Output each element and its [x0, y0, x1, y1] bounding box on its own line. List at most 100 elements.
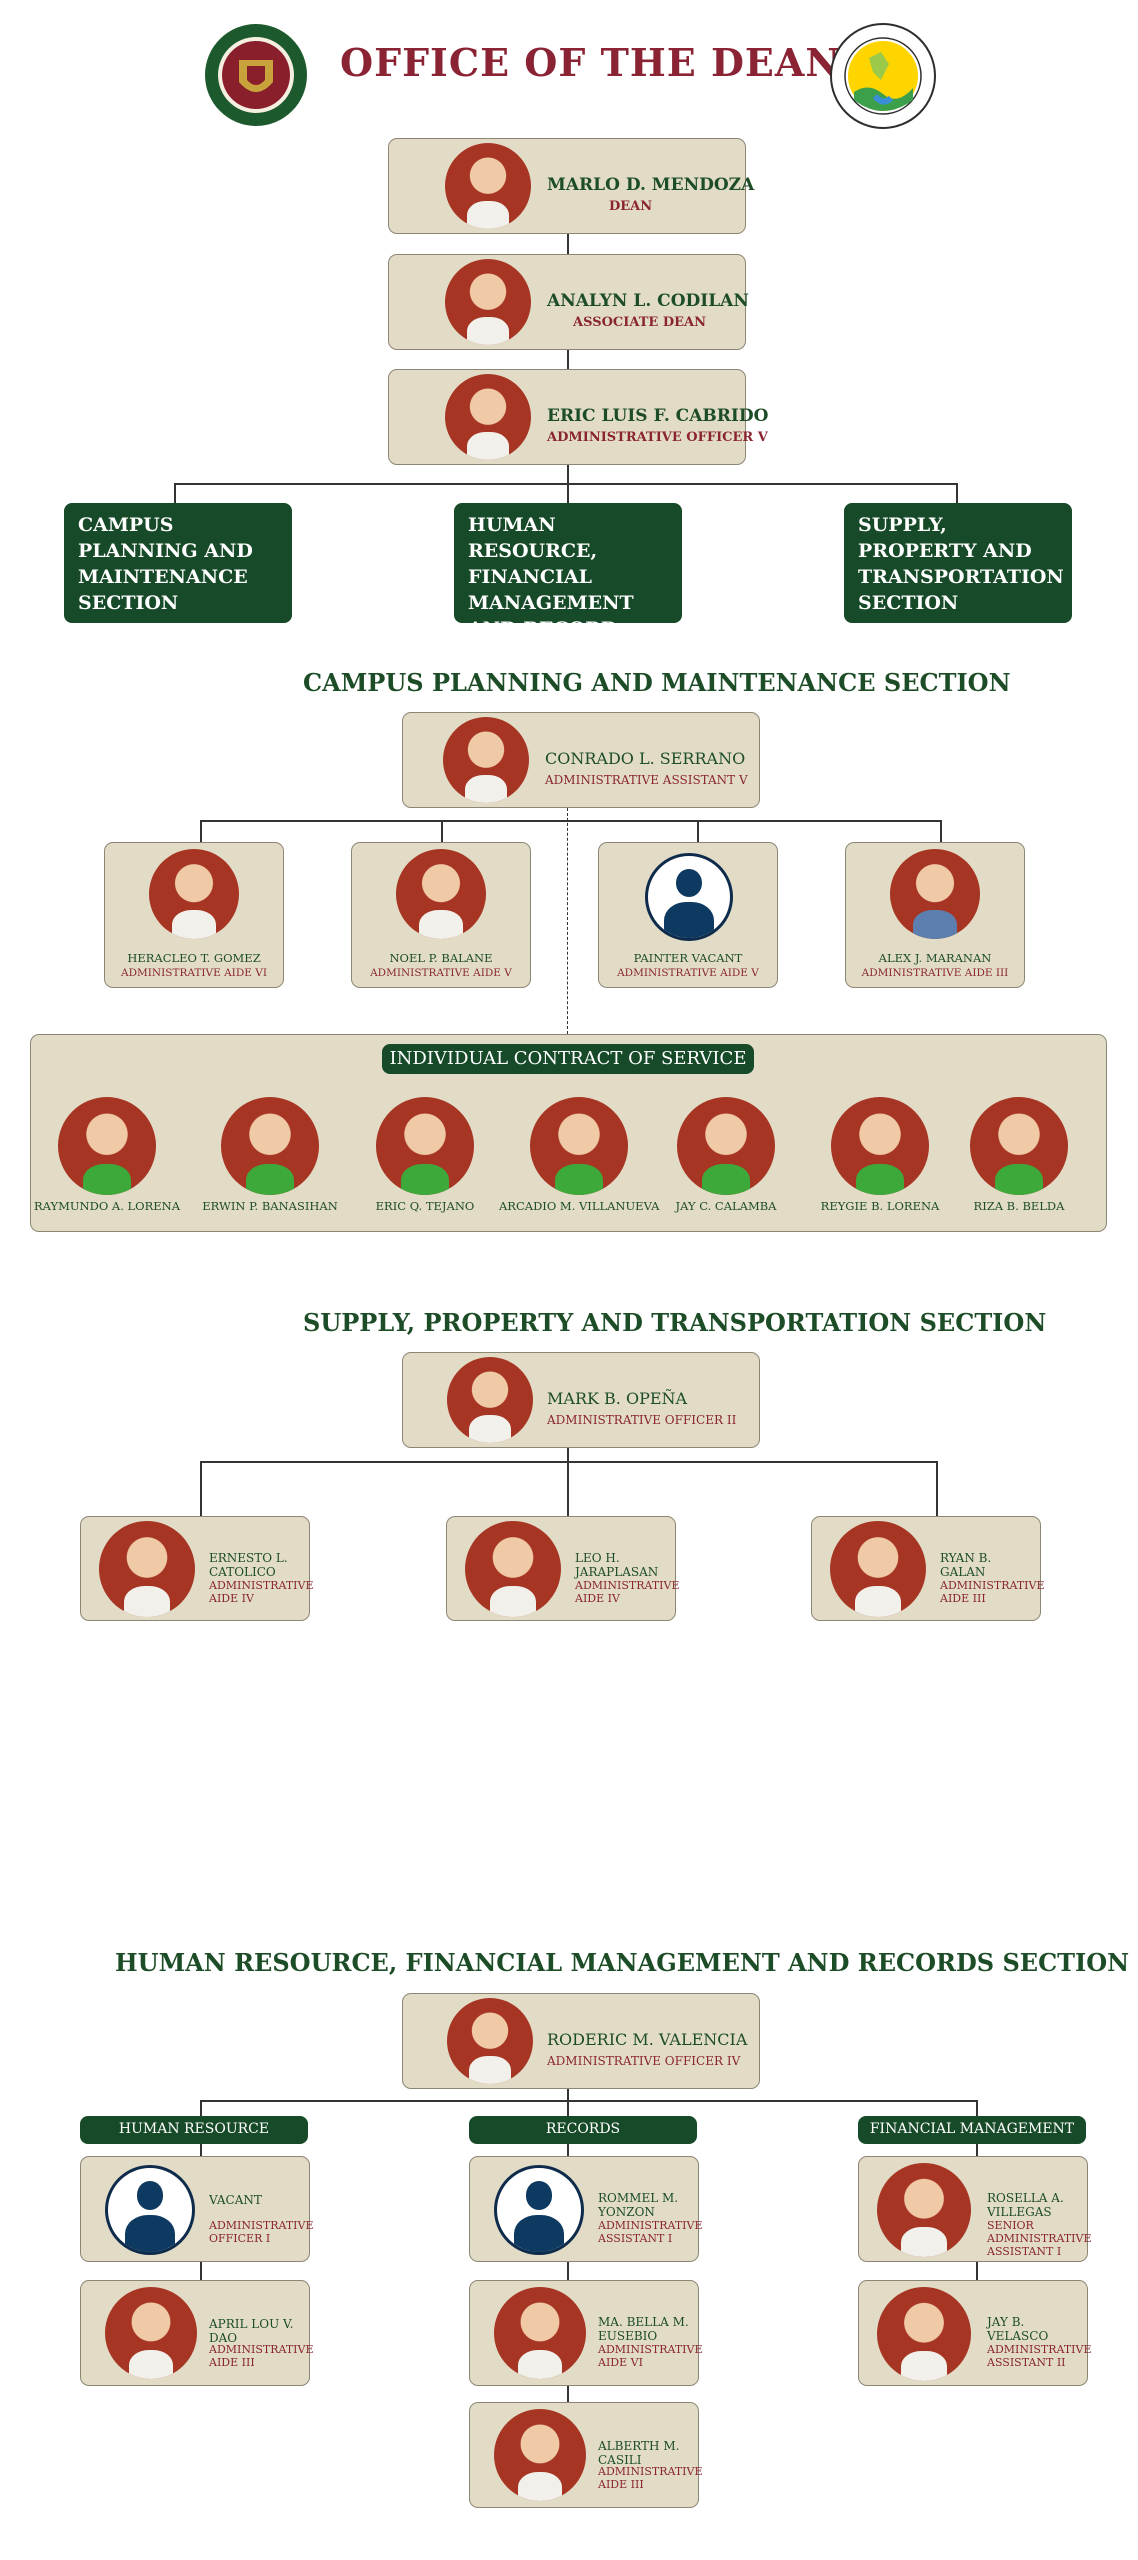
- connector: [441, 820, 443, 842]
- person-name: APRIL LOU V. DAO: [209, 2317, 294, 2345]
- section-box-hr[interactable]: HUMAN RESOURCE, FINANCIAL MANAGEMENT AND…: [454, 503, 682, 666]
- connector: [174, 483, 176, 503]
- person-name: RIZA B. BELDA: [973, 1199, 1065, 1213]
- photo: [58, 1097, 156, 1195]
- person-title: ADMINISTRATIVE AIDE V: [617, 967, 759, 979]
- person-name: ALBERTH M. CASILI: [598, 2439, 680, 2467]
- photo: [494, 2409, 586, 2501]
- photo: [830, 1521, 926, 1617]
- staff-card[interactable]: ALBERTH M. CASILI ADMINISTRATIVE AIDE II…: [469, 2402, 703, 2508]
- staff-card[interactable]: ERNESTO L. CATOLICO ADMINISTRATIVE AIDE …: [80, 1516, 314, 1621]
- section-box-campus[interactable]: CAMPUS PLANNING AND MAINTENANCE SECTION: [64, 503, 292, 623]
- staff-card[interactable]: ALEX J. MARANAN ADMINISTRATIVE AIDE III: [845, 842, 1025, 988]
- person-title: ADMINISTRATIVE AIDE VI: [121, 967, 267, 979]
- person-title: ADMINISTRATIVE AIDE III: [598, 2465, 703, 2491]
- photo: [530, 1097, 628, 1195]
- person-name: PAINTER VACANT: [633, 951, 743, 965]
- hr-head-card[interactable]: RODERIC M. VALENCIA ADMINISTRATIVE OFFIC…: [402, 1993, 760, 2089]
- person-title: ADMINISTRATIVE ASSISTANT I: [598, 2219, 703, 2245]
- staff-card[interactable]: RYAN B. GALAN ADMINISTRATIVE AIDE III: [811, 1516, 1045, 1621]
- connector: [200, 1461, 202, 1516]
- group-label-financial: FINANCIAL MANAGEMENT: [858, 2116, 1086, 2144]
- person-title: ADMINISTRATIVE AIDE III: [861, 967, 1009, 979]
- connector: [200, 2100, 202, 2116]
- section-heading-campus: CAMPUS PLANNING AND MAINTENANCE SECTION: [303, 668, 1011, 697]
- person-title: ADMINISTRATIVE AIDE V: [370, 967, 512, 979]
- person-title: ADMINISTRATIVE OFFICER I: [209, 2219, 314, 2245]
- person-name: JAY C. CALAMBA: [675, 1199, 777, 1213]
- connector: [200, 820, 942, 822]
- photo: [677, 1097, 775, 1195]
- staff-card[interactable]: PAINTER VACANT ADMINISTRATIVE AIDE V: [598, 842, 778, 988]
- staff-card[interactable]: LEO H. JARAPLASAN ADMINISTRATIVE AIDE IV: [446, 1516, 680, 1621]
- photo: [970, 1097, 1068, 1195]
- staff-card[interactable]: MA. BELLA M. EUSEBIO ADMINISTRATIVE AIDE…: [469, 2280, 703, 2386]
- dean-card[interactable]: MARLO D. MENDOZA DEAN: [388, 138, 754, 234]
- staff-card[interactable]: HERACLEO T. GOMEZ ADMINISTRATIVE AIDE VI: [104, 842, 284, 988]
- person-name: CONRADO L. SERRANO: [545, 749, 746, 768]
- connector: [567, 2262, 569, 2280]
- photo: [447, 1998, 533, 2084]
- connector: [200, 2100, 978, 2102]
- person-name: ROSELLA A. VILLEGAS: [987, 2191, 1064, 2219]
- person-title: ADMINISTRATIVE AIDE III: [940, 1579, 1045, 1605]
- photo: [376, 1097, 474, 1195]
- person-name: ALEX J. MARANAN: [878, 951, 992, 965]
- person-title: ADMINISTRATIVE ASSISTANT V: [545, 773, 748, 787]
- connector: [697, 820, 699, 842]
- photo: [494, 2287, 586, 2379]
- photo: [445, 259, 531, 345]
- connector: [940, 820, 942, 842]
- person-name: RYAN B. GALAN: [940, 1551, 992, 1579]
- connector: [567, 1448, 569, 1516]
- photo: [445, 374, 531, 460]
- connector: [200, 2262, 202, 2280]
- connector: [976, 2100, 978, 2116]
- person-name: LEO H. JARAPLASAN: [575, 1551, 659, 1579]
- staff-card[interactable]: ROSELLA A. VILLEGAS SENIOR ADMINISTRATIV…: [858, 2156, 1092, 2262]
- person-name: RODERIC M. VALENCIA: [547, 2030, 748, 2049]
- connector: [200, 820, 202, 842]
- section-heading-hr: HUMAN RESOURCE, FINANCIAL MANAGEMENT AND…: [115, 1948, 1130, 1977]
- cfnr-seal-logo: [829, 22, 937, 130]
- person-name: VACANT: [209, 2193, 262, 2207]
- group-label-records: RECORDS: [469, 2116, 697, 2144]
- connector: [567, 349, 569, 369]
- staff-card[interactable]: ROMMEL M. YONZON ADMINISTRATIVE ASSISTAN…: [469, 2156, 703, 2262]
- person-name: ROMMEL M. YONZON: [598, 2191, 679, 2219]
- person-name: ARCADIO M. VILLANUEVA: [499, 1199, 660, 1213]
- person-name: ERWIN P. BANASIHAN: [202, 1199, 338, 1213]
- staff-card[interactable]: NOEL P. BALANE ADMINISTRATIVE AIDE V: [351, 842, 531, 988]
- photo: [890, 849, 980, 939]
- staff-card[interactable]: APRIL LOU V. DAO ADMINISTRATIVE AIDE III: [80, 2280, 314, 2386]
- person-name: MA. BELLA M. EUSEBIO: [598, 2315, 689, 2343]
- person-name: ERIC Q. TEJANO: [375, 1199, 475, 1213]
- person-name: HERACLEO T. GOMEZ: [127, 951, 261, 965]
- staff-card[interactable]: JAY B. VELASCO ADMINISTRATIVE ASSISTANT …: [858, 2280, 1092, 2386]
- person-name: MARLO D. MENDOZA: [547, 175, 755, 195]
- photo: [105, 2287, 197, 2379]
- person-title: ADMINISTRATIVE AIDE IV: [575, 1579, 680, 1605]
- photo: [149, 849, 239, 939]
- person-name: NOEL P. BALANE: [389, 951, 493, 965]
- staff-card[interactable]: VACANT ADMINISTRATIVE OFFICER I: [80, 2156, 314, 2262]
- person-title: SENIOR ADMINISTRATIVE ASSISTANT I: [987, 2219, 1092, 2258]
- photo: [221, 1097, 319, 1195]
- admin-officer-card[interactable]: ERIC LUIS F. CABRIDO ADMINISTRATIVE OFFI…: [388, 369, 768, 465]
- ics-label: INDIVIDUAL CONTRACT OF SERVICE: [382, 1044, 754, 1074]
- vacant-person-icon: [645, 853, 733, 941]
- person-name: RAYMUNDO A. LORENA: [33, 1199, 181, 1213]
- connector: [976, 2144, 978, 2156]
- photo: [445, 143, 531, 229]
- photo: [831, 1097, 929, 1195]
- person-name: ERNESTO L. CATOLICO: [209, 1551, 288, 1579]
- section-box-supply[interactable]: SUPPLY, PROPERTY AND TRANSPORTATION SECT…: [844, 503, 1072, 623]
- photo: [465, 1521, 561, 1617]
- person-name: MARK B. OPEÑA: [547, 1389, 688, 1408]
- associate-dean-card[interactable]: ANALYN L. CODILAN ASSOCIATE DEAN: [388, 254, 749, 350]
- supply-head-card[interactable]: MARK B. OPEÑA ADMINISTRATIVE OFFICER II: [402, 1352, 760, 1448]
- connector: [567, 2386, 569, 2402]
- connector: [200, 1461, 938, 1463]
- campus-head-card[interactable]: CONRADO L. SERRANO ADMINISTRATIVE ASSIST…: [402, 712, 760, 808]
- person-title: ADMINISTRATIVE OFFICER IV: [547, 2054, 741, 2068]
